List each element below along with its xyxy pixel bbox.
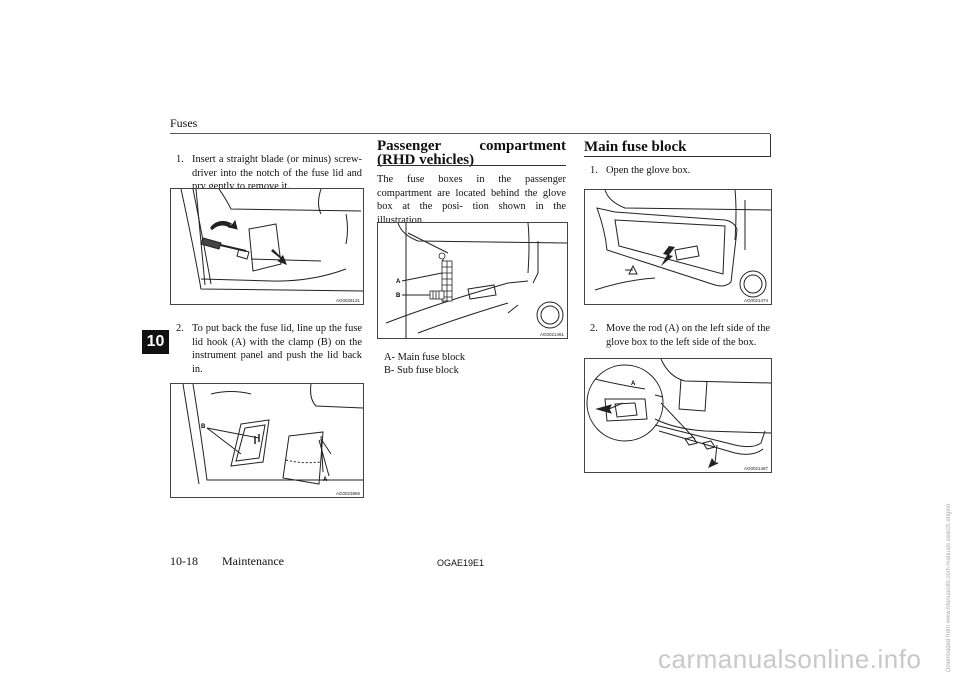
left-step-1: 1. Insert a straight blade (or minus) sc… [176, 153, 362, 194]
step-text: Open the glove box. [606, 165, 691, 176]
label-b: B [201, 424, 206, 430]
step-number: 1. [176, 154, 184, 165]
footer-page-number: 10-18 [170, 554, 198, 568]
figure-code: AG0023856 [335, 491, 360, 496]
legend-text: Sub fuse block [397, 365, 459, 376]
figure-refit-fuse-lid: B A AG0023856 [170, 383, 364, 498]
heading-rule [584, 156, 771, 157]
figure-code: AG0021461 [539, 332, 564, 337]
legend-text: Main fuse block [397, 352, 466, 363]
legend-item-a: A- Main fuse block [384, 351, 465, 365]
step-number: 1. [590, 165, 598, 176]
header-rule [170, 133, 770, 134]
right-step-2: 2. Move the rod (A) on the left side of … [590, 322, 770, 349]
figure-open-glove-box: AG0021474 [584, 189, 772, 305]
running-header: Fuses [170, 116, 198, 130]
chapter-tab: 10 [142, 330, 169, 354]
legend-item-b: B- Sub fuse block [384, 364, 459, 378]
legend-key: B- [384, 365, 395, 376]
legend-key: A- [384, 352, 395, 363]
glove-box-open-illustration [594, 190, 771, 298]
glove-box-rod-illustration: A [586, 359, 771, 468]
label-b: B [396, 293, 401, 299]
label-a: A [396, 279, 401, 285]
footer-doc-code: OGAE19E1 [437, 558, 485, 568]
figure-code: AG0021487 [743, 466, 768, 471]
side-watermark: Downloaded from www.Manualslib.com manua… [946, 503, 952, 672]
figure-code: AG0026131 [335, 298, 360, 303]
step-number: 2. [590, 323, 598, 334]
watermark: carmanualsonline.info [658, 644, 922, 674]
step-text: Move the rod (A) on the left side of the… [606, 323, 770, 348]
section-heading-passenger-compartment: Passenger compartment (RHD vehicles) [377, 138, 566, 168]
heading-side-rule [770, 134, 771, 156]
step-text: To put back the fuse lid, line up the fu… [192, 323, 362, 375]
fuse-lid-removal-illustration [180, 189, 363, 292]
figure-remove-fuse-lid: AG0026131 [170, 188, 364, 305]
footer-section: Maintenance [222, 554, 284, 568]
figure-fuse-box-location: A B AG0021461 [377, 222, 568, 339]
fuse-box-location-illustration: A B [385, 223, 567, 338]
step-number: 2. [176, 323, 184, 334]
figure-code: AG0021474 [743, 298, 768, 303]
label-a: A [323, 477, 328, 483]
label-a: A [631, 381, 636, 387]
step-text: Insert a straight blade (or minus) screw… [192, 154, 362, 193]
fuse-lid-refit-illustration: B A [182, 384, 363, 485]
section-body-text: The fuse boxes in the passenger compartm… [377, 174, 566, 226]
section-heading-main-fuse-block: Main fuse block [584, 139, 687, 155]
heading-rule [377, 165, 566, 166]
figure-move-rod: A AG0021487 [584, 358, 772, 473]
left-step-2: 2. To put back the fuse lid, line up the… [176, 322, 362, 376]
right-step-1: 1. Open the glove box. [590, 164, 770, 178]
